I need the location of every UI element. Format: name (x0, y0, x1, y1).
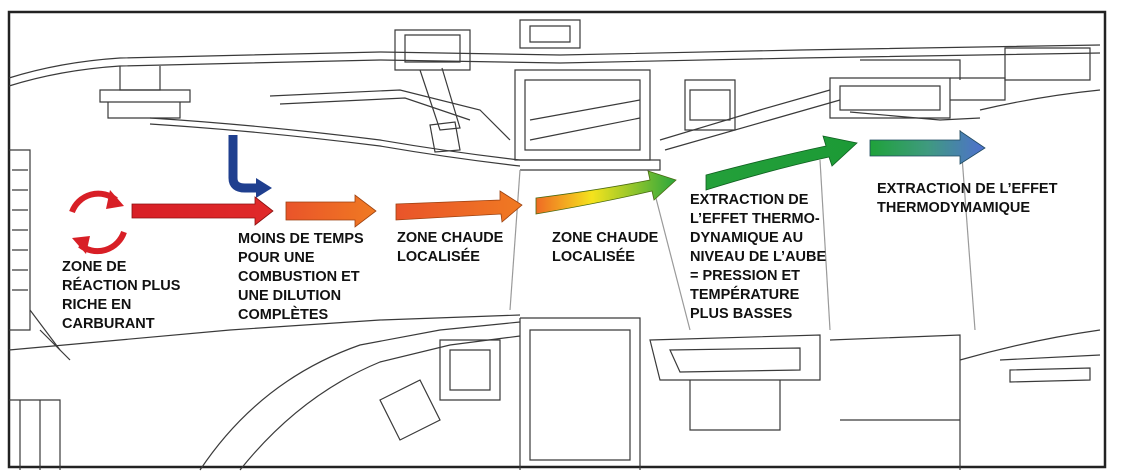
label-line: ZONE CHAUDE (552, 230, 659, 246)
flow-arrow-2 (285, 194, 377, 228)
label-line: EXTRACTION DE L’EFFET (877, 181, 1058, 197)
engine-linework (8, 19, 1101, 471)
label-line: ZONE DE (62, 259, 127, 275)
label-line: LOCALISÉE (552, 249, 635, 265)
label-line: COMBUSTION ET (238, 269, 360, 285)
label-line: EXTRACTION DE (690, 192, 809, 208)
label-line: CARBURANT (62, 316, 155, 332)
frame-border (7, 10, 1107, 469)
label-line: NIVEAU DE L’AUBE (690, 249, 827, 265)
label-line: COMPLÈTES (238, 307, 329, 323)
air-inlet-arrowhead (256, 178, 272, 198)
label-line: THERMODYMAMIQUE (877, 200, 1031, 216)
label-less-time: MOINS DE TEMPS POUR UNE COMBUSTION ET UN… (238, 230, 364, 325)
label-line: = PRESSION ET (690, 268, 800, 284)
label-line: PLUS BASSES (690, 306, 793, 322)
label-line: RÉACTION PLUS (62, 278, 181, 294)
label-line: POUR UNE (238, 250, 315, 266)
flow-arrow-5 (705, 135, 858, 191)
flow-arrow-4 (535, 170, 677, 215)
flow-arrow-1 (131, 196, 274, 226)
air-inlet-arrow (228, 135, 258, 193)
label-hot-zone-1: ZONE CHAUDE LOCALISÉE (397, 229, 503, 267)
label-line: RICHE EN (62, 297, 132, 313)
label-reaction-zone: ZONE DE RÉACTION PLUS RICHE EN CARBURANT (62, 258, 180, 334)
label-line: LOCALISÉE (397, 249, 480, 265)
label-thermo-extraction: EXTRACTION DE L’EFFET THERMODYMAMIQUE (877, 180, 1057, 218)
label-line: TEMPÉRATURE (690, 287, 800, 303)
label-line: MOINS DE TEMPS (238, 231, 364, 247)
label-hot-zone-2: ZONE CHAUDE LOCALISÉE (552, 229, 658, 267)
flow-arrow-3 (395, 190, 523, 223)
label-blade-extraction: EXTRACTION DE L’EFFET THERMO- DYNAMIQUE … (690, 191, 826, 324)
label-line: ZONE CHAUDE (397, 230, 504, 246)
label-line: UNE DILUTION (238, 288, 342, 304)
flow-arrow-6 (869, 130, 986, 165)
label-line: L’EFFET THERMO- (690, 211, 820, 227)
recirculation-icon (69, 190, 127, 255)
label-line: DYNAMIQUE AU (690, 230, 804, 246)
